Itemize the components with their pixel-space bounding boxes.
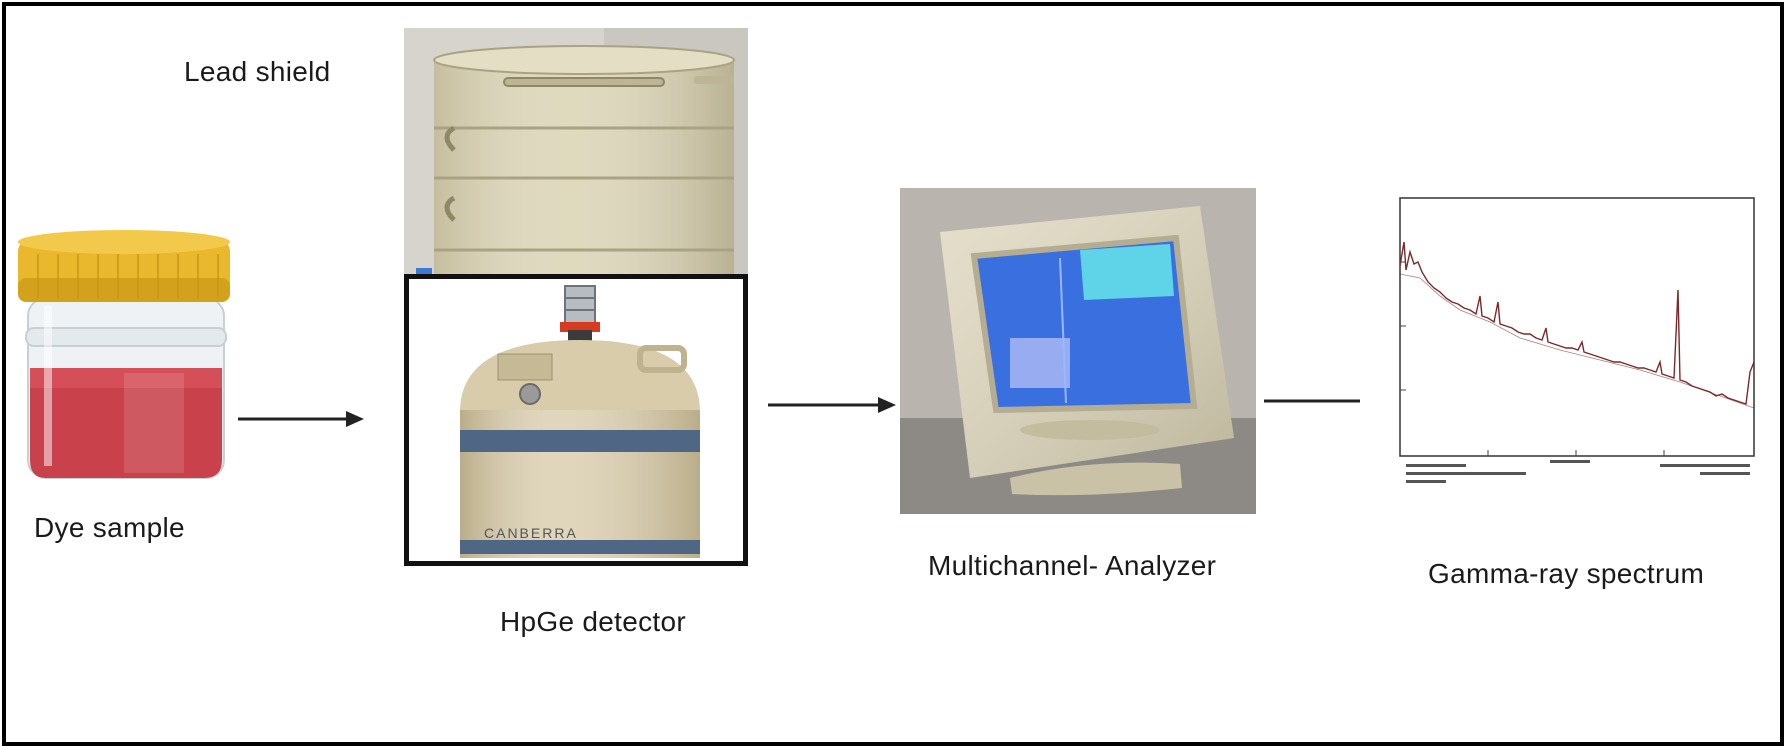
arrow-right-icon [238,411,364,427]
arrow-right-icon [768,397,896,413]
lead-shield-icon [404,28,748,286]
label-hpge-detector: HpGe detector [500,606,686,637]
hpge-dewar-icon: CANBERRA [460,285,700,558]
label-lead-shield: Lead shield [184,56,331,87]
spectrum-plot-icon [1360,192,1760,510]
label-gamma-ray-spectrum: Gamma-ray spectrum [1428,558,1705,589]
label-multichannel-analyzer: Multichannel- Analyzer [928,550,1217,581]
crt-monitor-icon [900,188,1256,514]
label-dye-sample: Dye sample [34,512,185,543]
sample-jar-icon [18,230,230,479]
detector-brand-text: CANBERRA [484,525,578,541]
